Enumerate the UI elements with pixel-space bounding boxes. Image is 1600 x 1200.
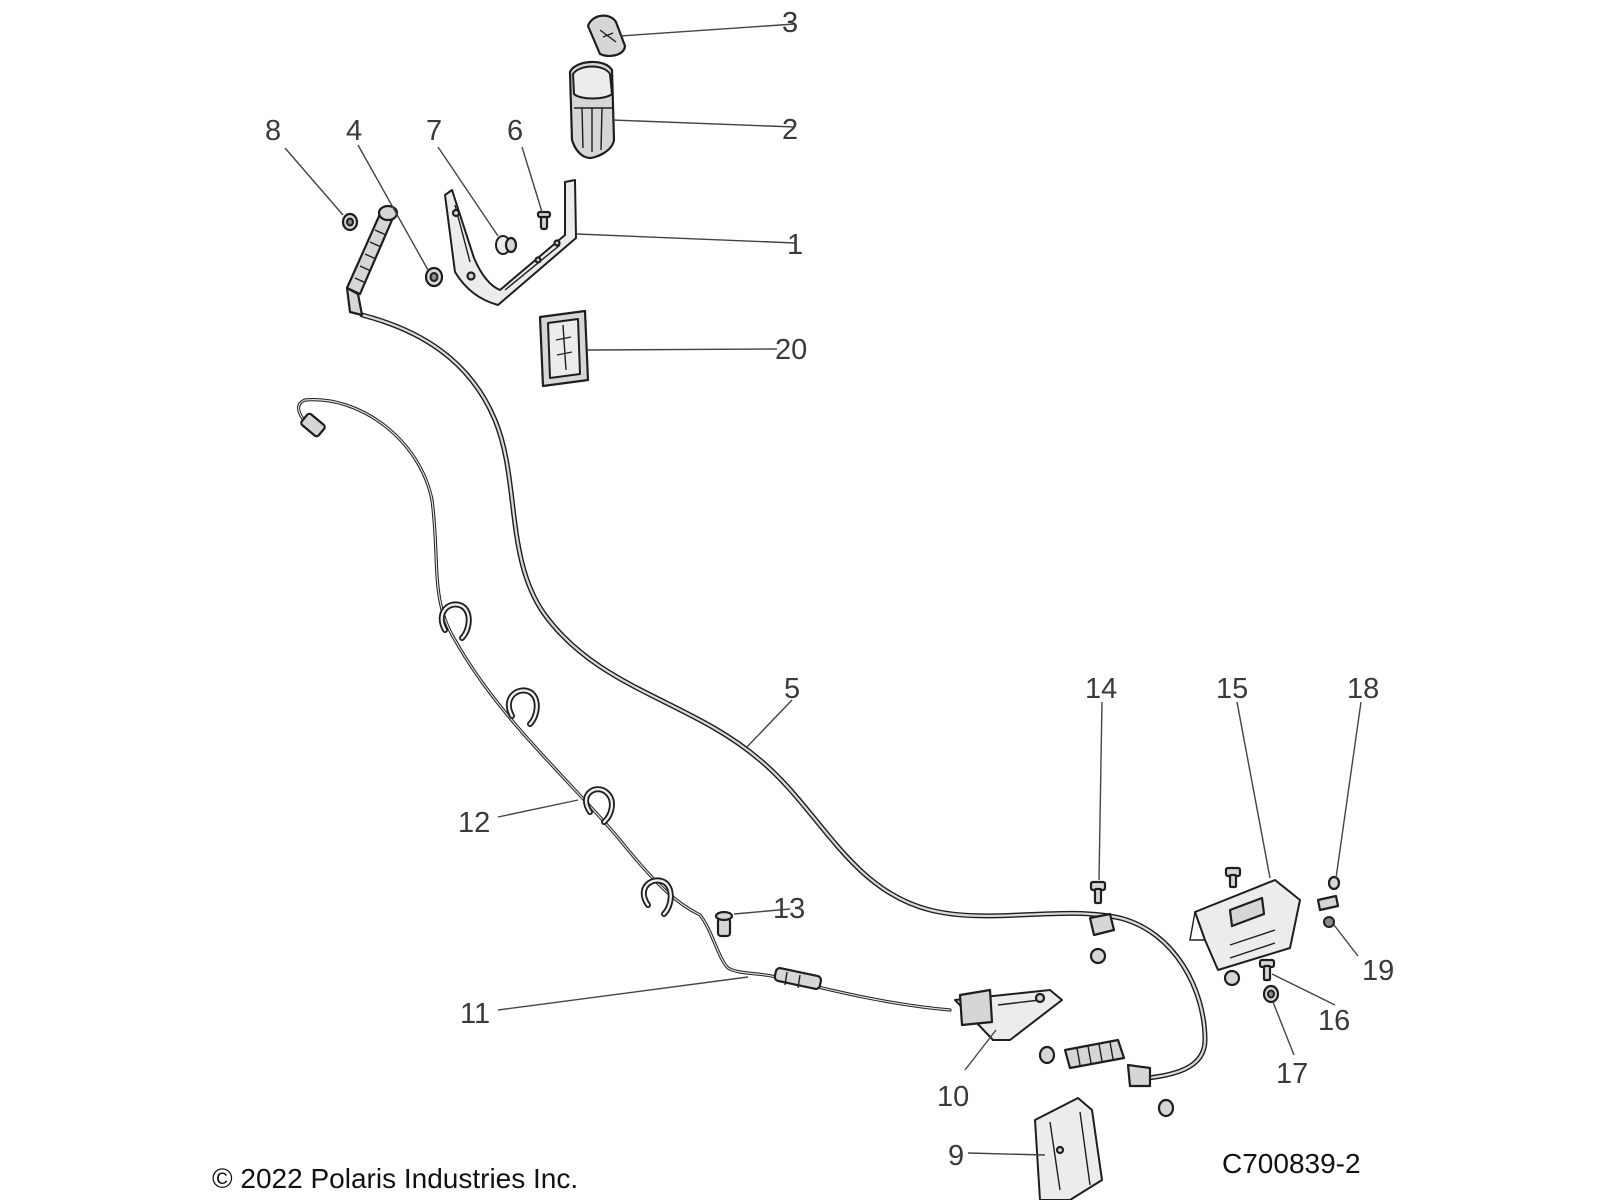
cable-anchor [1088,912,1116,965]
nut-part-17 [1262,984,1280,1004]
callout-8: 8 [265,115,281,147]
leader-lines [284,23,1362,1156]
cable-clips-part-12 [438,601,674,917]
mount-bracket-part-15 [1189,879,1301,971]
callout-7: 7 [426,115,442,147]
nut-part-8 [341,212,359,232]
callout-20: 20 [775,334,807,366]
caliper-lever-part-10 [954,988,1063,1041]
fitting-part-13 [714,910,734,938]
brake-line-part-11 [297,398,952,1012]
nut-under-bracket [1223,969,1241,987]
callout-14: 14 [1085,673,1117,705]
cable-boot-lower [1038,1038,1152,1088]
callout-1: 1 [787,229,803,261]
callout-15: 15 [1216,673,1248,705]
nut-lower [1157,1098,1175,1118]
callout-17: 17 [1276,1058,1308,1090]
main-cable-part-5 [359,312,1208,1081]
button-cap-part-3 [586,14,627,57]
callout-2: 2 [782,114,798,146]
bracket-part-9 [1034,1097,1103,1200]
callout-13: 13 [773,893,805,925]
decal-part-20 [538,309,590,388]
cable-end-top [345,204,399,317]
nut-part-4 [424,266,444,288]
callout-5: 5 [784,673,800,705]
spacer-part-19 [1316,894,1340,928]
bolt-part-14 [1089,880,1107,905]
callout-6: 6 [507,115,523,147]
pin-part-6 [536,210,552,231]
callout-labels: 3 2 1 20 8 4 7 6 5 12 13 11 10 9 14 15 1… [265,7,1394,1172]
washer-part-7 [495,235,518,255]
callout-10: 10 [937,1081,969,1113]
callout-3: 3 [782,7,798,39]
callout-11: 11 [460,998,490,1030]
callout-9: 9 [948,1140,964,1172]
diagram-code: C700839-2 [1222,1148,1361,1179]
copyright-notice: © 2022 Polaris Industries Inc. [212,1163,579,1194]
callout-4: 4 [346,115,362,147]
callout-18: 18 [1347,673,1379,705]
callout-19: 19 [1362,955,1394,987]
callout-12: 12 [458,807,490,839]
nut-part-18 [1327,875,1341,891]
callout-16: 16 [1318,1005,1350,1037]
bolt-upper-15 [1224,866,1242,889]
lever-bracket-part-1 [444,179,577,306]
bolt-part-16 [1258,958,1276,982]
handle-grip-part-2 [568,60,616,160]
